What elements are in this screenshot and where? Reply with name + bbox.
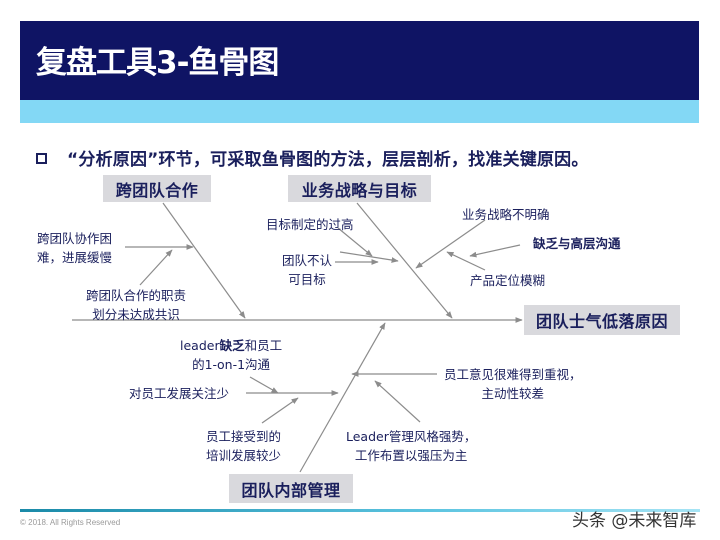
cause-strategy-unclear: 业务战略不明确 (462, 207, 550, 222)
cause-strong-leader-style: Leader管理风格强势， 工作布置以强压为主 (346, 429, 477, 463)
watermark-text: 头条 @未来智库 (572, 511, 697, 531)
hollow-square-icon (36, 152, 47, 164)
cause-little-training: 员工接受到的 培训发展较少 (206, 429, 282, 463)
title-bar (20, 21, 699, 100)
category-cross-team: 跨团队合作 (103, 175, 211, 202)
cause-little-dev-attention: 对员工发展关注少 (129, 386, 230, 401)
category-business-strategy: 业务战略与目标 (288, 175, 431, 202)
cause-team-disagree-goal: 团队不认 可目标 (282, 253, 333, 287)
category-internal-management: 团队内部管理 (229, 474, 353, 503)
cause-goal-too-high: 目标制定的过高 (266, 217, 354, 232)
intro-text: “分析原因”环节，可采取鱼骨图的方法，层层剖析，找准关键原因。 (67, 149, 589, 170)
footer-divider (20, 509, 700, 512)
fishbone-head-effect: 团队士气低落原因 (524, 305, 680, 335)
cause-product-positioning: 产品定位模糊 (470, 273, 546, 288)
cause-lack-exec-communication: 缺乏与高层沟通 (533, 236, 621, 251)
cause-cross-team-responsibility: 跨团队合作的职责 划分未达成共识 (86, 288, 187, 322)
copyright-text: © 2018. All Rights Reserved (20, 518, 121, 527)
cause-cross-team-collab: 跨团队协作困 难，进展缓慢 (37, 231, 113, 265)
cause-lack-one-on-one: leader缺乏和员工 的1-on-1沟通 (180, 338, 283, 372)
page-title: 复盘工具3-鱼骨图 (36, 45, 279, 81)
title-accent-bar (20, 100, 699, 123)
intro-bullet: “分析原因”环节，可采取鱼骨图的方法，层层剖析，找准关键原因。 (36, 145, 589, 170)
cause-opinions-ignored: 员工意见很难得到重视， 主动性较差 (444, 367, 582, 401)
